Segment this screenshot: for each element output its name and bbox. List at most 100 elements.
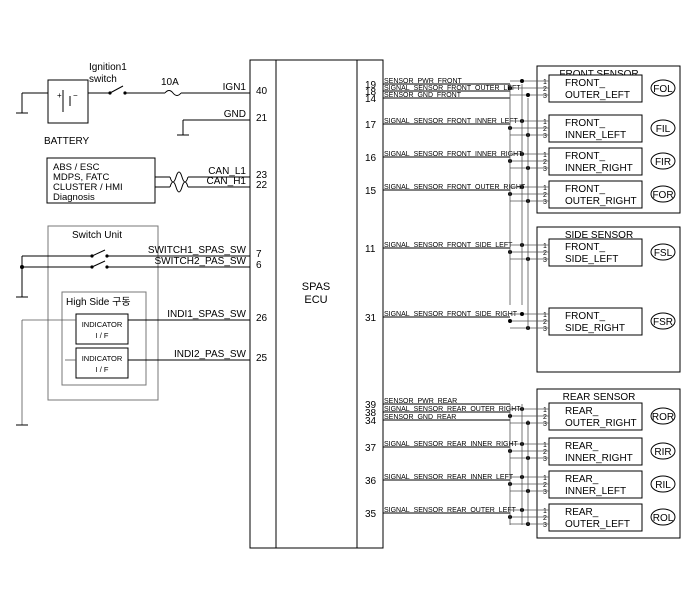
left-wire-label: SWITCH2_PAS_SW: [155, 256, 247, 267]
connector-pin-number: 1: [543, 79, 547, 86]
left-wire-label: INDI1_SPAS_SW: [167, 309, 246, 320]
right-pin-number: 31: [365, 313, 377, 324]
sensor-tag: FIR: [655, 157, 671, 168]
indicator2-sub: I / F: [96, 365, 109, 374]
sensor-name-line1: FRONT_: [565, 151, 605, 162]
sensor-name-line2: INNER_RIGHT: [565, 163, 633, 174]
sensor-name-line1: REAR_: [565, 474, 599, 485]
sensor-name-line1: REAR_: [565, 406, 599, 417]
sensor-name-line1: FRONT_: [565, 311, 605, 322]
connector-pin-number: 3: [543, 166, 547, 173]
switch-unit: Switch Unit High Side 구동 INDICATOR I / F…: [16, 225, 250, 426]
signal-label: SIGNAL_SENSOR_REAR_OUTER_LEFT: [384, 507, 517, 514]
can-module: ABS / ESC MDPS, FATC CLUSTER / HMI Diagn…: [46, 157, 250, 204]
connector-pin-number: 3: [543, 421, 547, 428]
sensor-name-line1: FRONT_: [565, 184, 605, 195]
battery-label: BATTERY: [44, 136, 90, 147]
svg-text:−: −: [73, 91, 78, 100]
signal-label: SIGNAL_SENSOR_FRONT_SIDE_RIGHT: [384, 311, 518, 318]
sensor-tag-badge: [650, 119, 676, 137]
right-pin-number: 18: [365, 87, 377, 98]
connector-pin-number: 1: [543, 243, 547, 250]
spas-ecu: SPAS ECU: [249, 59, 384, 549]
left-wire-label: CAN_L1: [208, 166, 246, 177]
sensor-name-line2: OUTER_RIGHT: [565, 418, 637, 429]
left-pin-number: 23: [256, 170, 268, 181]
right-pin-number: 14: [365, 94, 377, 105]
connector-pin-number: 2: [543, 86, 547, 93]
sensor-name-line1: REAR_: [565, 441, 599, 452]
switch1-icon: [91, 249, 106, 257]
right-pin-number: 34: [365, 416, 377, 427]
sensor-name-line2: OUTER_LEFT: [565, 519, 630, 530]
left-pin-number: 26: [256, 313, 268, 324]
signal-label: SIGNAL_SENSOR_FRONT_INNER_RIGHT: [384, 151, 523, 158]
right-pin-number: 36: [365, 476, 377, 487]
right-pin-number: 39: [365, 400, 377, 411]
fuse-icon: [164, 90, 182, 96]
sensor-name-line2: SIDE_RIGHT: [565, 323, 625, 334]
sensor-name-line2: INNER_RIGHT: [565, 453, 633, 464]
connector-pin-number: 3: [543, 93, 547, 100]
signal-label: SENSOR_PWR_REAR: [384, 398, 457, 405]
svg-text:+: +: [57, 91, 62, 100]
ecu-label-spas: SPAS: [302, 281, 331, 293]
left-pin-number: 7: [256, 249, 262, 260]
connector-pin-number: 1: [543, 508, 547, 515]
connector-pin-number: 1: [543, 185, 547, 192]
right-pin-number: 15: [365, 186, 377, 197]
connector-pin-number: 1: [543, 407, 547, 414]
connector-pin-number: 3: [543, 257, 547, 264]
sensor-tag: RIR: [654, 447, 671, 458]
twisted-pair-icon: [169, 171, 189, 193]
indicator1-label: INDICATOR: [82, 320, 123, 329]
sensor-name-line1: FRONT_: [565, 78, 605, 89]
ignition-label-2: switch: [89, 74, 117, 85]
signal-label: SENSOR_PWR_FRONT: [384, 78, 463, 85]
sensor-tag: FIL: [656, 124, 671, 135]
sensor-name-line2: OUTER_LEFT: [565, 90, 630, 101]
connector-pin-number: 2: [543, 515, 547, 522]
signal-label: SIGNAL_SENSOR_REAR_OUTER_RIGHT: [384, 406, 521, 413]
left-wire-label: INDI2_PAS_SW: [174, 349, 247, 360]
connector-pin-number: 3: [543, 489, 547, 496]
sensor-tag: FOR: [652, 190, 673, 201]
sensor-tag: FSL: [654, 248, 673, 259]
indicator1-sub: I / F: [96, 331, 109, 340]
can-module-line-4: Diagnosis: [53, 192, 95, 203]
connector-pin-number: 2: [543, 482, 547, 489]
sensor-tag-badge: [650, 152, 676, 170]
left-wire-label: CAN_H1: [207, 176, 247, 187]
can-module-line-3: CLUSTER / HMI: [53, 182, 123, 193]
left-pin-number: 21: [256, 113, 268, 124]
can-module-line-1: ABS / ESC: [53, 162, 100, 173]
signal-label: SENSOR_GND_REAR: [384, 414, 456, 421]
sensor-name-line2: OUTER_RIGHT: [565, 196, 637, 207]
left-wire-label: SWITCH1_SPAS_SW: [148, 245, 247, 256]
signal-label: SIGNAL_SENSOR_REAR_INNER_RIGHT: [384, 441, 519, 448]
connector-pin-number: 2: [543, 449, 547, 456]
right-pin-number: 35: [365, 509, 377, 520]
connector-pin-number: 2: [543, 250, 547, 257]
sensor-tag-badge: [650, 442, 676, 460]
ignition-label-1: Ignition1: [89, 62, 127, 73]
sensor-tag-badge: [650, 79, 676, 97]
switch-unit-title: Switch Unit: [72, 230, 122, 241]
sensor-tag: ROR: [652, 412, 674, 423]
signal-label: SIGNAL_SENSOR_FRONT_SIDE_LEFT: [384, 242, 513, 249]
sensor-tag-badge: [650, 312, 676, 330]
connector-pin-number: 3: [543, 133, 547, 140]
sensor-name-line2: SIDE_LEFT: [565, 254, 618, 265]
connector-pin-number: 3: [543, 199, 547, 206]
sensor-tag: ROL: [653, 513, 674, 524]
battery-icon: [47, 79, 89, 124]
connector-pin-number: 1: [543, 119, 547, 126]
connector-pin-number: 1: [543, 312, 547, 319]
connector-pin-number: 2: [543, 126, 547, 133]
left-pin-number: 40: [256, 86, 268, 97]
left-wire-label: GND: [224, 109, 246, 120]
signal-label: SIGNAL_SENSOR_FRONT_OUTER_RIGHT: [384, 184, 526, 191]
sensor-name-line1: FRONT_: [565, 118, 605, 129]
